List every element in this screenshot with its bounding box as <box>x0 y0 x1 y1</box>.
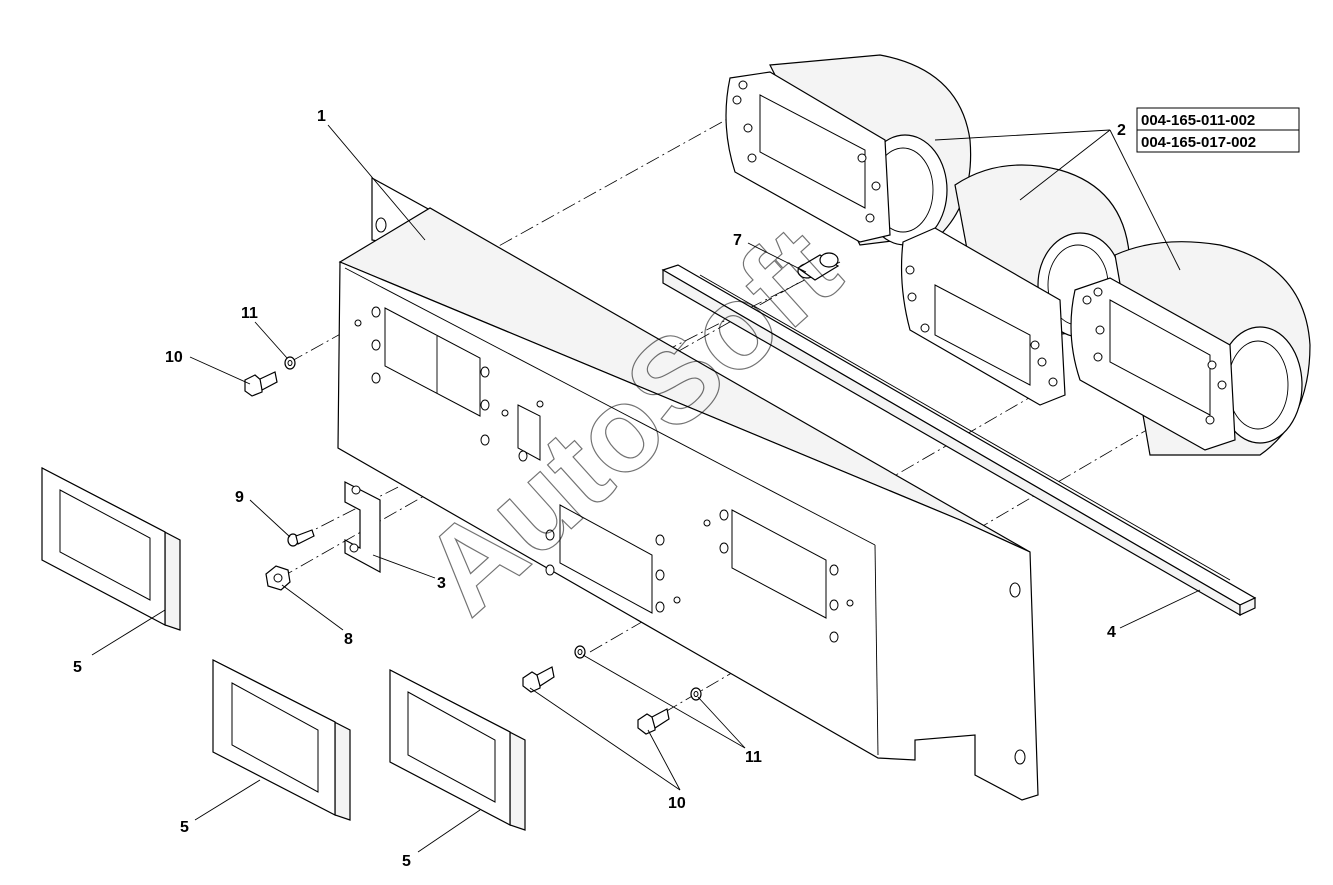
frame-right <box>389 669 526 831</box>
label-frame-left: 5 <box>73 659 82 676</box>
part-number-2: 004-165-017-002 <box>1141 134 1256 151</box>
label-washer-lower: 11 <box>745 749 762 766</box>
label-frame-right: 5 <box>402 853 411 870</box>
nut <box>265 565 291 591</box>
label-bracket: 3 <box>437 575 446 592</box>
blower-units <box>725 54 1311 456</box>
part-number-box: 004-165-011-002 004-165-017-002 <box>1136 107 1300 153</box>
label-screw-bracket: 9 <box>235 489 244 506</box>
label-bolt-upper: 10 <box>165 349 183 366</box>
frame-left <box>41 467 181 631</box>
label-bolt-lower: 10 <box>668 795 686 812</box>
blower-c <box>1070 241 1311 456</box>
leader-lines <box>91 124 1201 853</box>
label-nut: 8 <box>344 631 353 648</box>
blower-a <box>725 54 972 246</box>
fitting <box>796 252 840 281</box>
label-blower: 2 <box>1117 122 1126 139</box>
label-washer-upper: 11 <box>241 305 258 322</box>
label-frame-middle: 5 <box>180 819 189 836</box>
fasteners <box>244 356 702 735</box>
label-fitting: 7 <box>733 232 742 249</box>
label-panel: 1 <box>317 108 326 125</box>
rail <box>661 264 1257 617</box>
main-panel <box>337 176 1039 801</box>
screw <box>287 529 315 547</box>
part-labels: 1 2 7 11 10 9 3 8 4 5 5 5 11 10 <box>73 108 1126 870</box>
part-number-1: 004-165-011-002 <box>1141 112 1255 129</box>
label-rail: 4 <box>1107 624 1116 641</box>
frame-middle <box>212 659 351 821</box>
bracket <box>344 481 381 574</box>
